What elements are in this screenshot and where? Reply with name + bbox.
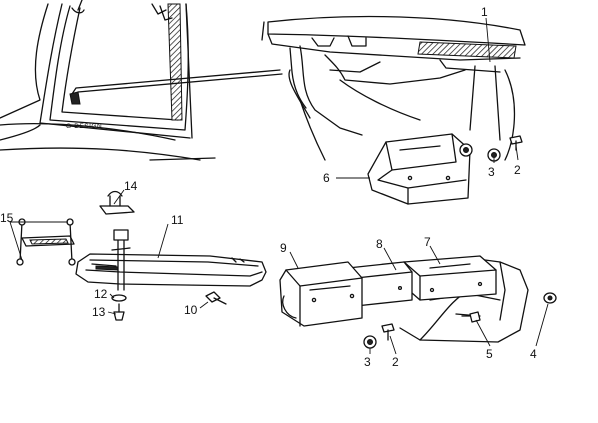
callout-5: 5 (486, 347, 493, 361)
trim-panel-11 (75, 253, 267, 287)
callout-11: 11 (171, 213, 184, 227)
callout-13: 13 (92, 305, 106, 319)
handle-part-15 (16, 218, 76, 266)
callout-14: 14 (124, 179, 138, 193)
callout-12: 12 (94, 287, 108, 301)
quarter-window-view: G-DESIGN (0, 0, 283, 161)
callout-3-bottom: 3 (364, 355, 371, 369)
fasteners-bottom (363, 323, 395, 349)
callout-2-top: 2 (514, 163, 521, 177)
callout-4: 4 (530, 347, 537, 361)
callout-9: 9 (280, 241, 287, 255)
glove-box-part-6 (367, 133, 471, 205)
dashboard-view (261, 15, 526, 161)
bin-part-9 (279, 261, 363, 327)
callout-2-bottom: 2 (392, 355, 399, 369)
screw-part-10 (205, 291, 227, 305)
callout-7: 7 (424, 235, 431, 249)
g-design-badge: G-DESIGN (66, 123, 102, 130)
callout-1: 1 (481, 5, 488, 19)
tray-part-7 (403, 255, 497, 301)
callout-labels: 1 2 3 6 14 15 11 12 13 10 9 8 7 5 4 3 2 (0, 5, 537, 369)
screw-part-5 (461, 311, 481, 323)
leader-lines (9, 17, 549, 355)
fasteners-top (459, 135, 523, 162)
callout-8: 8 (376, 237, 383, 251)
callout-10: 10 (184, 303, 198, 317)
clip-part-14 (99, 190, 135, 215)
hardware-stack-12-13 (111, 229, 131, 321)
callout-3-top: 3 (488, 165, 495, 179)
callout-15: 15 (0, 211, 14, 225)
cap-part-4 (543, 292, 557, 304)
callout-6: 6 (323, 171, 330, 185)
